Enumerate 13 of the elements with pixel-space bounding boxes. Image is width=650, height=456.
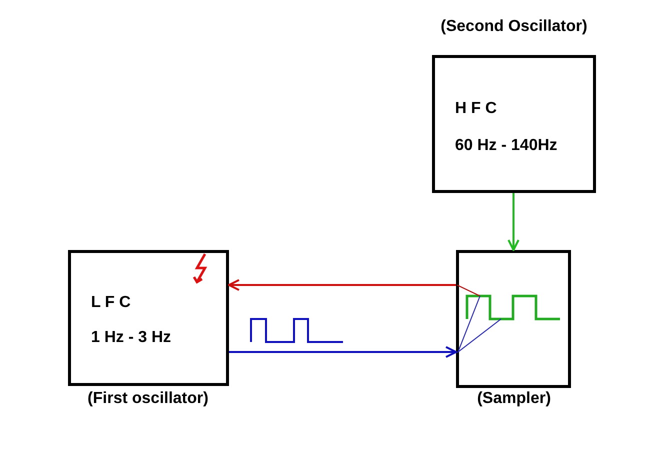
frequency-range: 60 Hz - 140Hz xyxy=(455,137,558,155)
frequency-range: 1 Hz - 3 Hz xyxy=(91,329,172,347)
node-title: H F C xyxy=(455,100,497,118)
node-caption: (First oscillator) xyxy=(86,390,210,408)
arrow xyxy=(228,279,456,291)
node-title: L F C xyxy=(91,294,131,312)
node-caption: (Sampler) xyxy=(476,390,552,408)
node-caption: (Second Oscillator) xyxy=(440,18,588,36)
arrow xyxy=(229,346,457,358)
oscillator-box xyxy=(68,250,229,386)
oscillator-box xyxy=(432,55,596,193)
sampler-box xyxy=(456,250,571,388)
arrow xyxy=(508,193,520,251)
